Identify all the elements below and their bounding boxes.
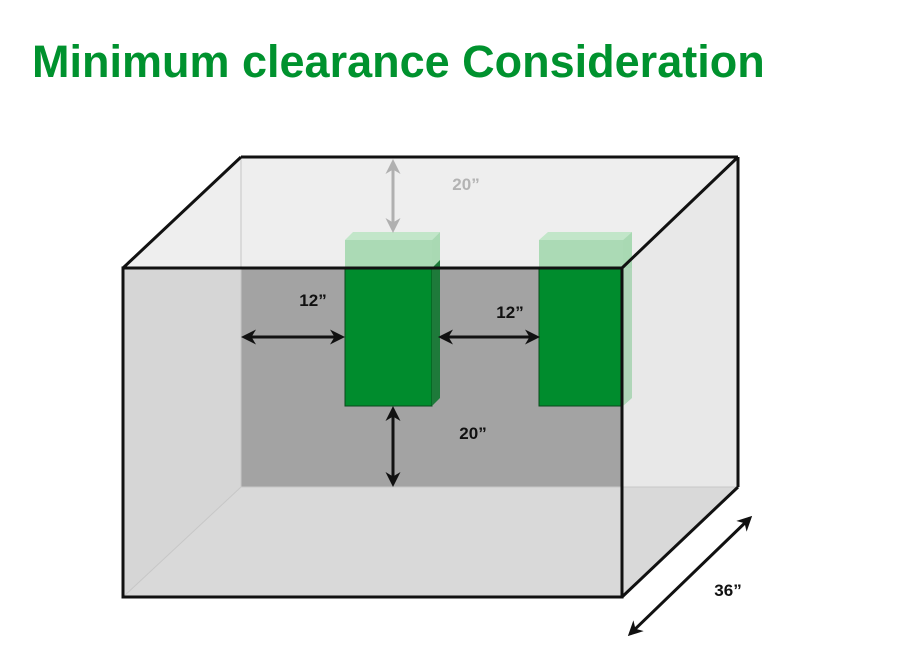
back-edges bbox=[122, 157, 738, 598]
equipment-block-right bbox=[538, 260, 632, 407]
bottom-clearance-label: 20” bbox=[459, 424, 486, 443]
left-clearance-label: 12” bbox=[299, 291, 326, 310]
page-title: Minimum clearance Consideration bbox=[32, 36, 765, 87]
ghost-block-left bbox=[345, 232, 440, 268]
between-clearance-label: 12” bbox=[496, 303, 523, 322]
depth-label: 36” bbox=[714, 581, 741, 600]
depth-arrow bbox=[627, 515, 753, 637]
ghost-block-right bbox=[539, 232, 632, 268]
left-wall bbox=[123, 268, 241, 597]
equipment-block-left bbox=[344, 260, 440, 407]
floor bbox=[123, 487, 738, 597]
top-clearance-label: 20” bbox=[452, 175, 479, 194]
